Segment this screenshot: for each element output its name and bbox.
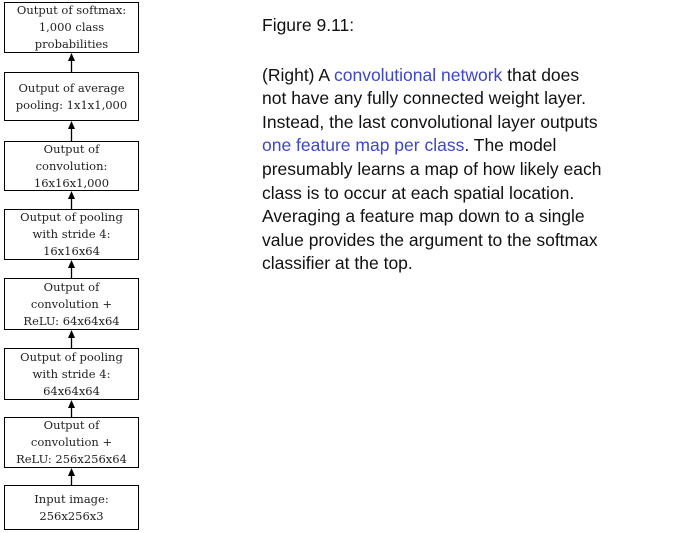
layer-box: Output of convolution + ReLU: 64x64x64 (4, 278, 139, 330)
caption-line: Averaging a feature map down to a single (262, 205, 698, 229)
up-arrow (68, 191, 75, 209)
figure-title: Figure 9.11: (262, 15, 355, 35)
layer-box-label: pooling: 1x1x1,000 (15, 97, 128, 112)
layer-box-label: 64x64x64 (43, 383, 100, 398)
caption-text: (Right) A (262, 64, 334, 85)
layer-box-label: convolution + (30, 435, 113, 449)
layer-box-label: Input image: (34, 491, 109, 506)
layer-box: Output of convolution: 16x16x1,000 (4, 141, 139, 191)
layer-box: Output of convolution + ReLU: 256x256x64 (4, 417, 139, 468)
layer-box-label: Output of pooling (20, 349, 123, 364)
caption-text: . The model (464, 135, 557, 156)
layer-box-label: with stride 4: (32, 366, 111, 381)
layer-box-label: Output of (43, 141, 100, 156)
layer-box: Output of pooling with stride 4: 64x64x64 (4, 348, 139, 400)
layer-box: Input image: 256x256x3 (4, 485, 139, 530)
layer-box-label: convolution + (30, 296, 113, 311)
up-arrow (68, 468, 75, 485)
caption-text: that does (502, 64, 580, 85)
up-arrow (68, 400, 75, 417)
up-arrow (68, 260, 75, 278)
up-arrow (68, 330, 75, 348)
caption-line: presumably learns a map of how likely ea… (262, 158, 698, 182)
layer-box: Output of pooling with stride 4: 16x16x64 (4, 209, 139, 260)
caption-text: classifier at the top. (262, 253, 413, 274)
caption-line: classifier at the top. (262, 252, 698, 276)
caption-text: value provides the argument to the softm… (262, 229, 598, 250)
layer-box-label: 1,000 class (38, 20, 105, 34)
caption-text: Instead, the last convolutional layer ou… (262, 111, 598, 132)
caption-link[interactable]: convolutional network (333, 64, 503, 85)
caption-text: Averaging a feature map down to a single (262, 206, 585, 227)
layer-box-label: 16x16x64 (43, 244, 100, 258)
layer-box-label: Output of average (18, 80, 125, 95)
caption-line: class is to occur at each spatial locati… (262, 182, 698, 206)
network-diagram: Output of softmax: 1,000 class probabiliti… (0, 0, 160, 533)
caption-text: not have any fully connected weight laye… (262, 88, 586, 109)
layer-box-label: Output of (43, 418, 100, 432)
layer-box-label: with stride 4: (32, 227, 111, 241)
caption-line: (Right) A convolutional network that doe… (262, 64, 698, 88)
caption-line: Instead, the last convolutional layer ou… (262, 111, 698, 135)
layer-box: Output of softmax: 1,000 class probabiliti… (4, 2, 139, 53)
caption-body: (Right) A convolutional network that doe… (262, 64, 698, 276)
caption-link[interactable]: one feature map per class (262, 135, 465, 156)
caption-text: class is to occur at each spatial locati… (262, 182, 575, 203)
up-arrow (68, 121, 75, 141)
layer-box-label: 256x256x3 (39, 508, 104, 523)
caption-line: value provides the argument to the softm… (262, 229, 698, 253)
layer-box-label: 16x16x1,000 (33, 175, 110, 190)
layer-box-label: probabilities (34, 37, 109, 51)
layer-box-label: Output of pooling (20, 210, 123, 224)
caption-line: one feature map per class. The model (262, 134, 698, 158)
caption-panel: Figure 9.11: (Right) A convolutional net… (262, 14, 698, 276)
caption-text: presumably learns a map of how likely ea… (262, 158, 602, 179)
layer-box-label: Output of softmax: (16, 3, 127, 17)
caption-line: not have any fully connected weight laye… (262, 87, 698, 111)
layer-box-label: ReLU: 256x256x64 (16, 452, 127, 466)
layer-box-label: ReLU: 64x64x64 (23, 313, 120, 328)
layer-box: Output of average pooling: 1x1x1,000 (4, 72, 139, 121)
layer-box-label: convolution: (35, 158, 108, 173)
up-arrow (68, 53, 75, 72)
layer-box-label: Output of (43, 279, 100, 294)
arrow-layer (68, 53, 75, 485)
